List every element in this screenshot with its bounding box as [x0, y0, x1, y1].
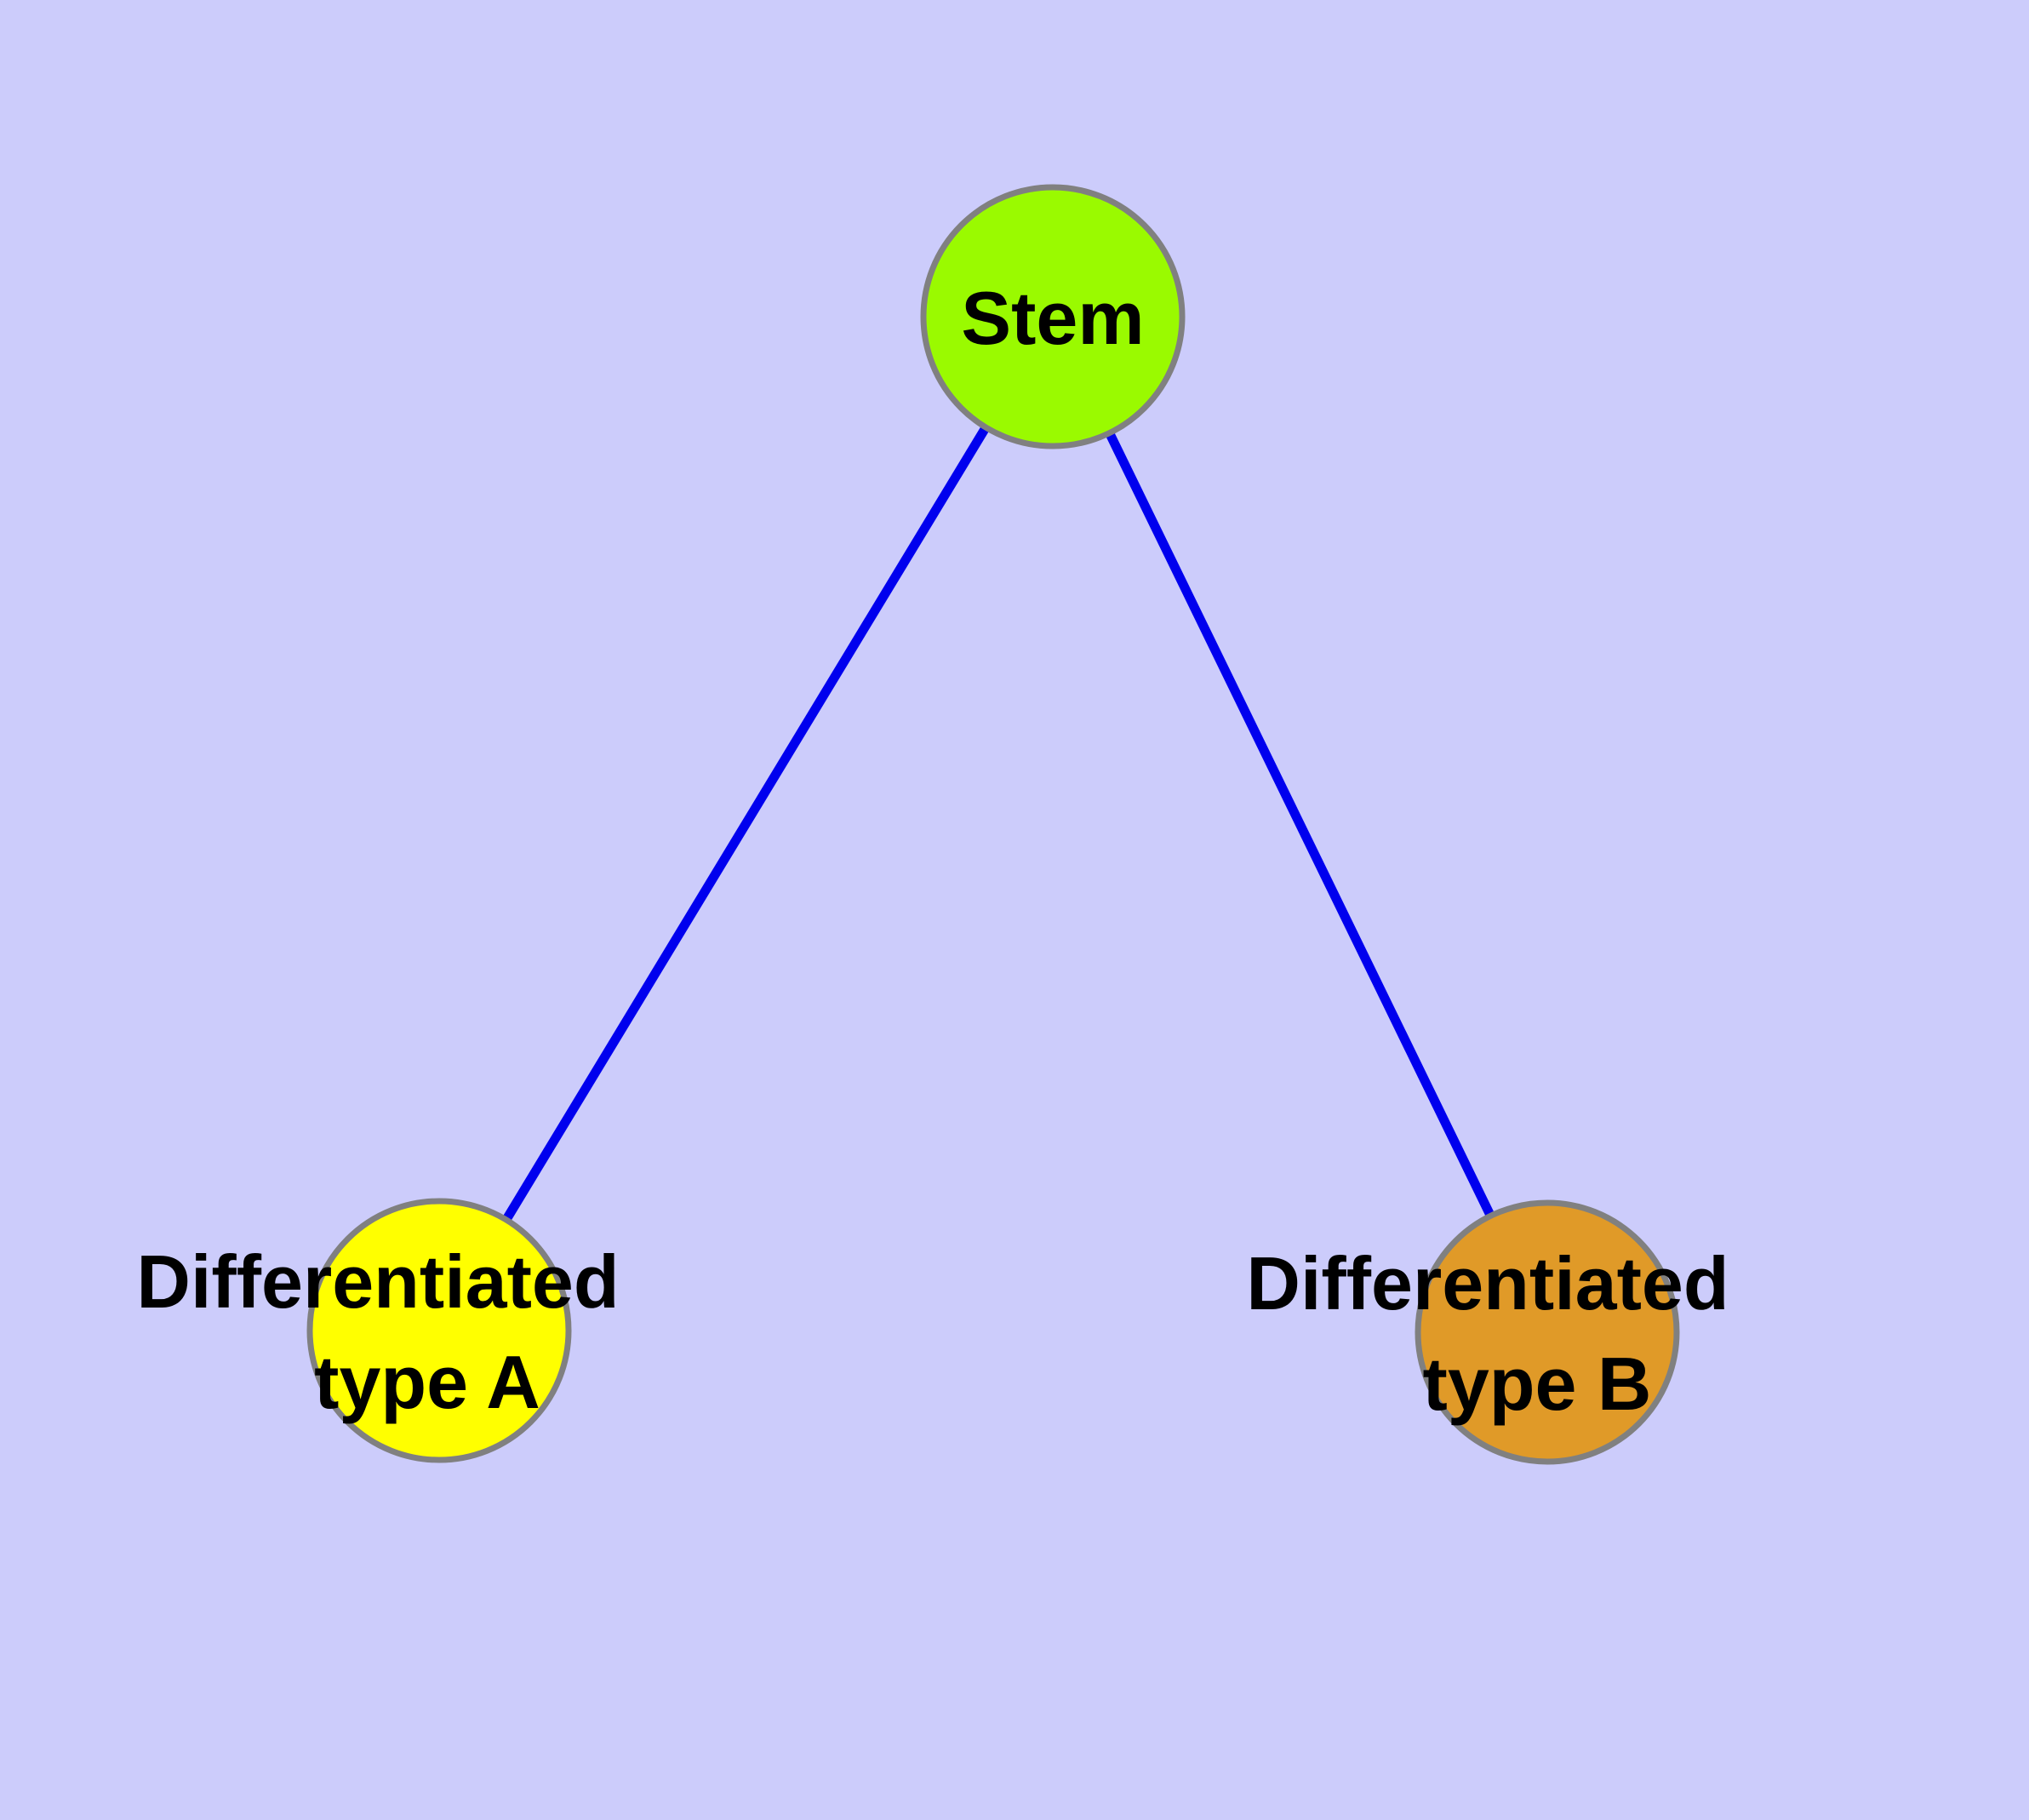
node-differentiated-type-b-circle[interactable] [1415, 1199, 1680, 1465]
node-differentiated-type-b-label-line1: Differentiated [1246, 1241, 1729, 1325]
node-differentiated-type-b-label-line2: type B [1423, 1342, 1652, 1426]
node-stem-label: Stem [961, 276, 1144, 360]
edge-stem-to-differentiated-type-a[interactable] [435, 314, 1057, 1333]
node-stem-circle[interactable] [920, 184, 1186, 449]
edge-layer [435, 314, 1552, 1335]
node-differentiated-type-b[interactable] [1415, 1199, 1680, 1465]
node-differentiated-type-a[interactable] [306, 1198, 572, 1463]
node-differentiated-type-a-label-line2: type A [314, 1340, 540, 1424]
label-layer: Differentiated type A Differentiated typ… [136, 1239, 1729, 1426]
node-differentiated-type-a-label-line1: Differentiated [136, 1239, 619, 1324]
node-stem[interactable]: Stem [920, 184, 1186, 449]
node-differentiated-type-a-circle[interactable] [306, 1198, 572, 1463]
edge-stem-to-differentiated-type-b[interactable] [1049, 314, 1552, 1335]
node-layer: Stem [306, 184, 1680, 1465]
